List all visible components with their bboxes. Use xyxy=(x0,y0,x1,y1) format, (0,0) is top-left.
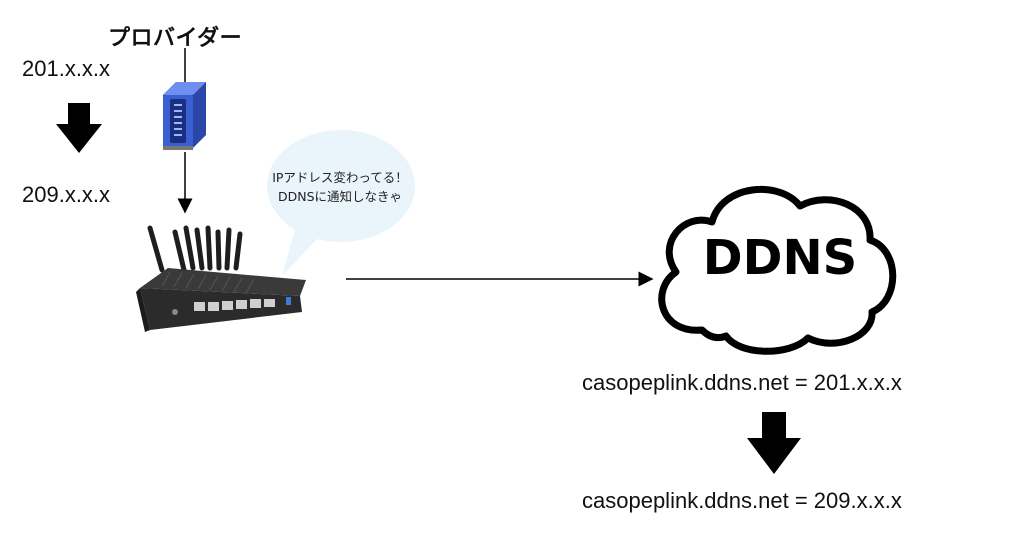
record-down-arrow-icon xyxy=(747,412,801,474)
speech-bubble xyxy=(267,130,415,276)
provider-label: プロバイダー xyxy=(108,26,243,51)
speech-line-2: DDNSに通知しなきゃ xyxy=(277,189,403,204)
speech-bubble-text: IPアドレス変わってる！ DDNSに通知しなきゃ xyxy=(250,168,430,206)
dns-record-new: casopeplink.ddns.net = 209.x.x.x xyxy=(582,488,902,513)
router-icon xyxy=(136,225,306,332)
cloud-icon xyxy=(658,185,897,355)
new-ip-label: 209.x.x.x xyxy=(22,182,111,207)
modem-icon xyxy=(163,82,206,150)
speech-line-1: IPアドレス変わってる！ xyxy=(272,170,408,185)
dns-record-old: casopeplink.ddns.net = 201.x.x.x xyxy=(582,370,902,395)
down-arrow-icon xyxy=(56,103,102,153)
ddns-label: DDNS xyxy=(702,230,858,286)
old-ip-label: 201.x.x.x xyxy=(22,56,111,81)
